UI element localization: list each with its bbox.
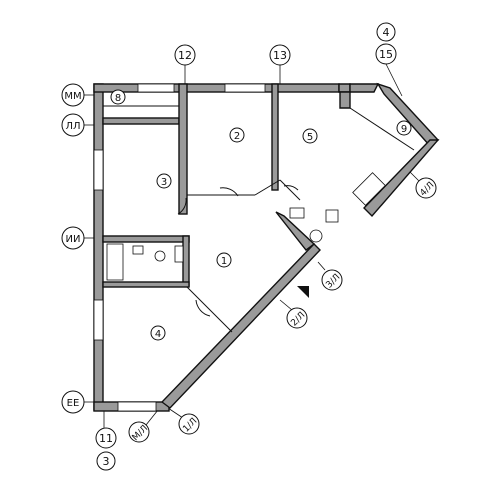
- svg-text:ММ: ММ: [64, 91, 81, 102]
- interior-walls: [102, 83, 351, 288]
- room-5-label: 5: [302, 128, 318, 144]
- room-labels: 1 2 3 4 5 8 9: [110, 89, 412, 341]
- svg-text:3: 3: [103, 455, 110, 468]
- room-9-label: 9: [396, 120, 412, 136]
- exterior-walls: [93, 82, 440, 412]
- room-2-label: 2: [229, 127, 245, 143]
- svg-text:4: 4: [155, 329, 161, 340]
- svg-text:9: 9: [401, 124, 407, 135]
- axis-12: 12: [174, 44, 196, 66]
- room-details: [93, 83, 415, 412]
- axis-2l: 2/Л: [286, 307, 308, 329]
- svg-text:ЛЛ: ЛЛ: [65, 121, 80, 132]
- axis-4-top: 4: [376, 22, 396, 42]
- axis-ml: М/Л: [128, 421, 150, 443]
- axis-ll: ЛЛ: [61, 113, 85, 137]
- axis-3l: 3/Л: [321, 269, 343, 291]
- svg-text:1: 1: [221, 256, 227, 267]
- axis-markers: 12 13 4 15 ММ ЛЛ ИИ ЕЕ: [61, 22, 437, 471]
- room-1-label: 1: [216, 252, 232, 268]
- svg-text:12: 12: [178, 49, 192, 62]
- svg-text:8: 8: [115, 93, 121, 104]
- svg-text:4: 4: [383, 26, 390, 39]
- svg-text:11: 11: [99, 432, 113, 445]
- svg-text:2: 2: [234, 131, 240, 142]
- svg-text:15: 15: [379, 48, 393, 61]
- room-4-label: 4: [150, 325, 166, 341]
- axis-4l: 4/Л: [415, 177, 437, 199]
- axis-13: 13: [269, 44, 291, 66]
- room-3-label: 3: [156, 173, 172, 189]
- room-8-label: 8: [110, 89, 126, 105]
- svg-text:ЕЕ: ЕЕ: [67, 398, 80, 409]
- axis-ii: ИИ: [61, 226, 85, 250]
- svg-text:3: 3: [161, 177, 167, 188]
- axis-lines: [84, 63, 421, 428]
- svg-text:13: 13: [273, 49, 287, 62]
- axis-11: 11: [95, 427, 117, 449]
- axis-ee: ЕЕ: [61, 390, 85, 414]
- axis-mm: ММ: [61, 83, 85, 107]
- svg-text:5: 5: [307, 132, 313, 143]
- axis-3-bottom: 3: [96, 451, 116, 471]
- svg-text:ИИ: ИИ: [66, 234, 81, 245]
- axis-1l: 1/Л: [178, 413, 200, 435]
- axis-15: 15: [375, 43, 397, 65]
- north-arrow-icon: [297, 286, 309, 298]
